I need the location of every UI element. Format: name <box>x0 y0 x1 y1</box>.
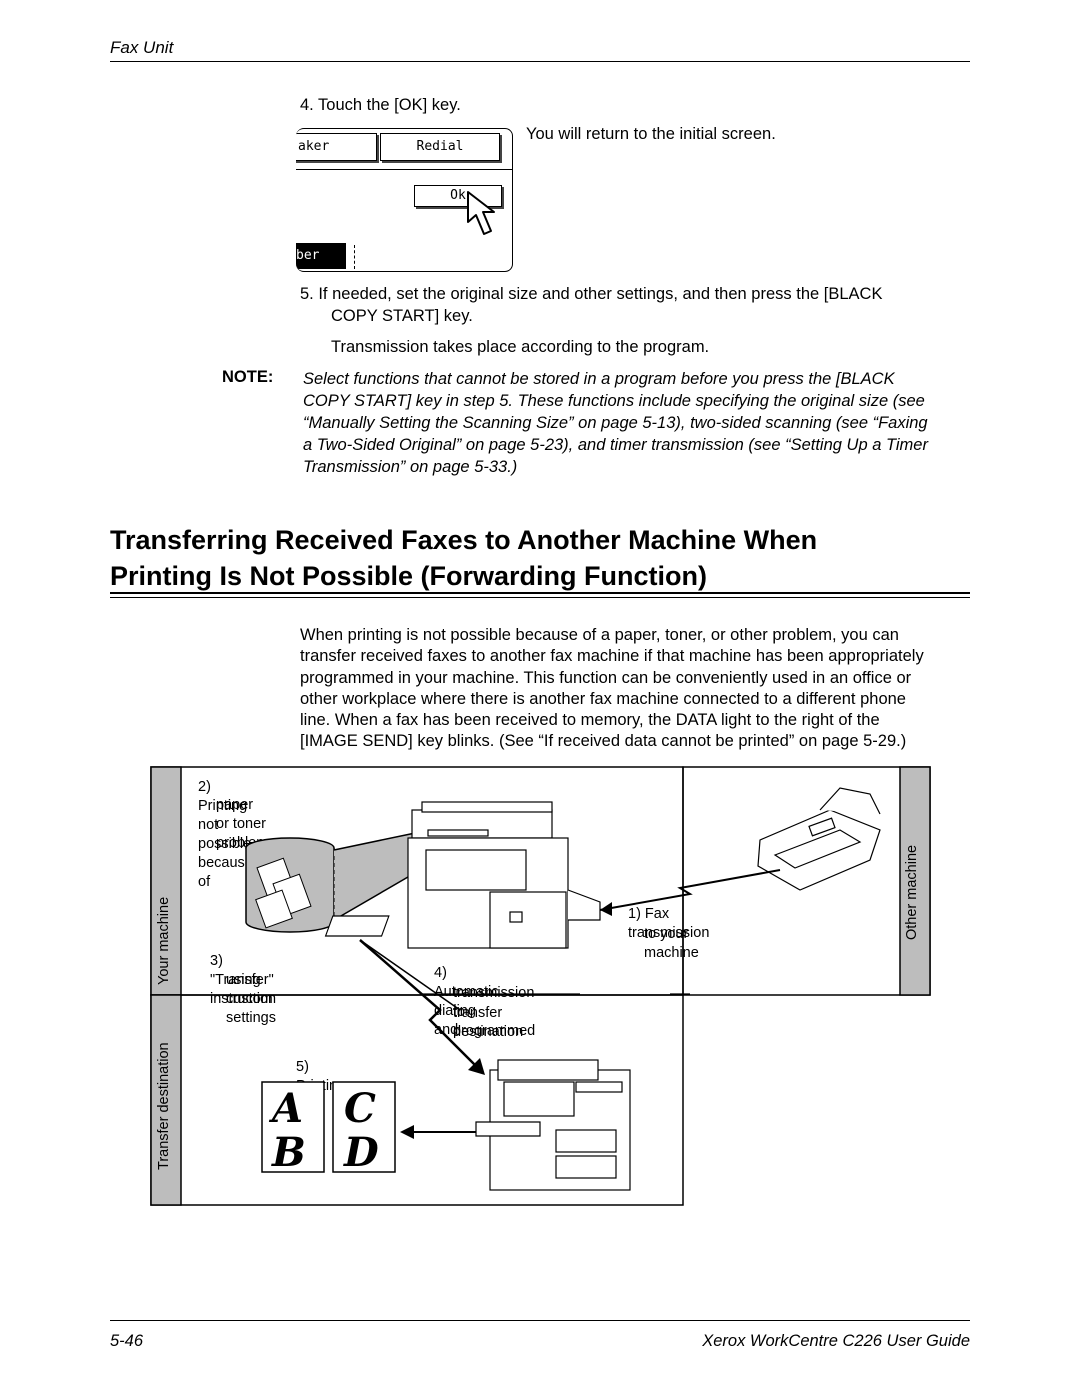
auto-dial-arrow <box>359 939 481 1071</box>
page-letter-c: C <box>344 1085 376 1132</box>
section-title: Transferring Received Faxes to Another M… <box>110 522 970 594</box>
pointer-arrow-icon <box>467 191 495 235</box>
note-line: Transmission” on page 5-33.) <box>303 458 518 476</box>
label-step-1-line-1: 1) Fax transmission <box>628 906 710 941</box>
note-line: “Manually Setting the Scanning Size” on … <box>303 414 928 432</box>
page-letter-a: A <box>268 1085 303 1132</box>
step-4-text: 4. Touch the [OK] key. <box>300 96 461 114</box>
label-step-3-line-1: 3) "Transfer" instruction <box>210 953 277 1007</box>
page-letter-b: B <box>271 1129 306 1176</box>
header-rule <box>110 61 970 62</box>
memory-cylinder-icon <box>245 831 421 933</box>
section-rule-thick <box>110 592 970 594</box>
diagram-frame <box>150 766 931 1206</box>
diagram-illustrations: A B C D <box>245 787 881 1191</box>
section-paragraph: When printing is not possible because of… <box>300 625 970 753</box>
redial-button: Redial <box>380 133 500 161</box>
note-label: NOTE: <box>222 368 274 386</box>
section-rule-thin <box>110 597 970 598</box>
speed-dialer-tab: aker <box>296 133 377 161</box>
label-step-4-line-2: transmission to programmed <box>453 985 536 1039</box>
note-line: Select functions that cannot be stored i… <box>303 370 895 388</box>
paragraph-line: other workplace where there is another f… <box>300 689 906 708</box>
label-step-4-line-3: transfer destination <box>453 1005 524 1040</box>
fax-machine-icon <box>757 787 881 891</box>
step-5-line-2: COPY START] key. <box>331 307 473 325</box>
label-step-3-line-2: using custom settings <box>226 972 276 1026</box>
paragraph-line: programmed in your machine. This functio… <box>300 668 912 687</box>
bottom-tab: ber <box>296 243 346 269</box>
step-5-result: Transmission takes place according to th… <box>331 338 710 356</box>
guide-title: Xerox WorkCentre C226 User Guide <box>702 1332 970 1350</box>
paragraph-line: transfer received faxes to another fax m… <box>300 647 924 666</box>
paragraph-line: When printing is not possible because of… <box>300 626 899 644</box>
step-4-result: You will return to the initial screen. <box>526 125 776 143</box>
printed-pages: A B C D <box>261 1081 396 1176</box>
label-step-2-line-1: 2) Printing not possible because of <box>198 779 253 890</box>
transfer-destination-label: Transfer destination <box>156 1042 172 1170</box>
screen-divider <box>296 169 512 170</box>
screen-mark <box>354 245 355 269</box>
label-step-1-line-2: to your machine <box>644 926 699 961</box>
paragraph-line: [IMAGE SEND] key blinks. (See “If receiv… <box>300 732 907 751</box>
step-5-line-1: 5. If needed, set the original size and … <box>300 285 883 303</box>
note-line: a Two-Sided Original” on page 5-23), and… <box>303 436 928 454</box>
page-number: 5-46 <box>110 1332 144 1350</box>
copier-machine-icon <box>324 801 601 949</box>
running-header: Fax Unit <box>110 38 174 57</box>
section-title-line-1: Transferring Received Faxes to Another M… <box>110 525 818 555</box>
destination-printer-icon <box>475 1059 631 1191</box>
paragraph-line: line. When a fax has been received to me… <box>300 711 880 730</box>
note-text: Select functions that cannot be stored i… <box>303 368 973 478</box>
fax-transmission-line <box>599 869 781 911</box>
note-line: COPY START] key in step 5. These functio… <box>303 392 925 410</box>
page-letter-d: D <box>343 1129 379 1176</box>
your-machine-label: Your machine <box>156 896 172 985</box>
section-title-line-2: Printing Is Not Possible (Forwarding Fun… <box>110 561 707 591</box>
footer-rule <box>110 1320 970 1321</box>
label-step-4-line-1: 4) Automatic dialing and <box>434 965 499 1038</box>
